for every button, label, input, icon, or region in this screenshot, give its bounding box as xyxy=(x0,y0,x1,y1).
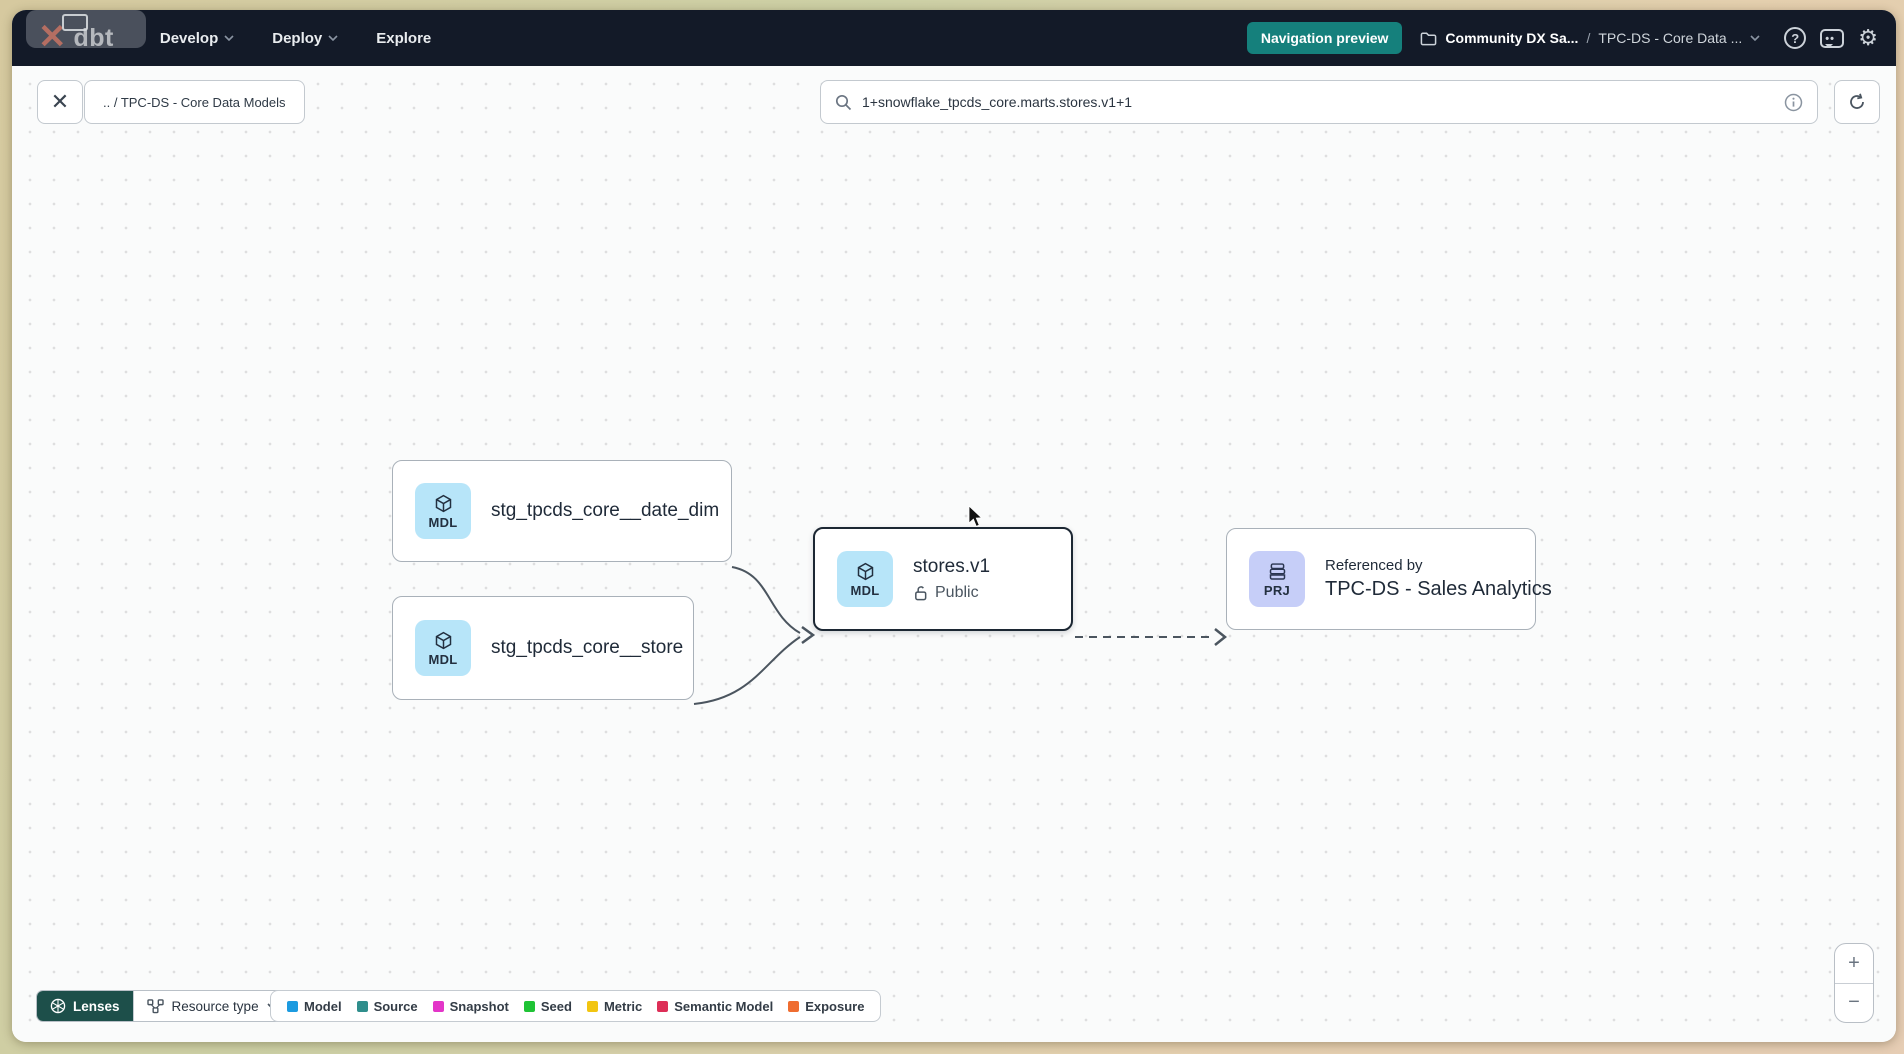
breadcrumb-section: TPC-DS - Core Data ... xyxy=(1598,30,1743,46)
resource-legend: Model Source Snapshot Seed Metric Semant… xyxy=(270,990,882,1022)
navbar-icons: ? •• ⚙ xyxy=(1784,27,1878,49)
node-stg-tpcds-core-date-dim[interactable]: MDL stg_tpcds_core__date_dim xyxy=(392,460,732,562)
legend-label: Seed xyxy=(540,998,572,1014)
menu-explore-label: Explore xyxy=(376,29,432,47)
legend-label: Metric xyxy=(603,998,643,1014)
legend-label: Source xyxy=(373,998,418,1014)
legend-swatch xyxy=(523,1000,535,1012)
resource-type-dropdown[interactable]: Resource type xyxy=(132,991,290,1021)
badge-label: PRJ xyxy=(1263,582,1291,598)
cube-icon xyxy=(435,494,451,512)
legend-swatch xyxy=(657,1000,669,1012)
refresh-icon xyxy=(1850,93,1864,109)
search-icon xyxy=(835,94,852,110)
lens-controls: Lenses Resource type xyxy=(36,990,291,1022)
mouse-cursor xyxy=(968,505,983,527)
legend-item-source: Source xyxy=(356,998,418,1014)
legend-label: Snapshot xyxy=(449,998,509,1014)
navbar-right: Navigation preview Community DX Sa... / … xyxy=(1246,22,1878,54)
close-icon: ✕ xyxy=(50,89,70,114)
chevron-down-icon xyxy=(1750,35,1760,41)
main-menu: Develop Deploy Explore xyxy=(160,30,431,47)
menu-deploy[interactable]: Deploy xyxy=(272,30,338,47)
app-window: ✕ dbt Develop Deploy Explore Navigation … xyxy=(12,10,1896,1042)
top-navbar: ✕ dbt Develop Deploy Explore Navigation … xyxy=(12,10,1896,66)
node-access: Public xyxy=(913,584,990,602)
lenses-button[interactable]: Lenses xyxy=(37,991,133,1021)
menu-deploy-label: Deploy xyxy=(272,29,323,47)
project-stack-icon xyxy=(1269,562,1285,580)
cube-icon xyxy=(435,631,451,649)
legend-swatch xyxy=(788,1000,800,1012)
zoom-in-button[interactable]: + xyxy=(1835,944,1873,984)
lock-open-icon xyxy=(915,586,927,601)
navigation-preview-badge[interactable]: Navigation preview xyxy=(1246,22,1403,54)
feedback-icon[interactable]: •• xyxy=(1820,28,1845,48)
menu-develop-label: Develop xyxy=(159,29,219,47)
info-icon[interactable] xyxy=(1784,93,1803,112)
monitor-icon xyxy=(62,14,88,31)
node-text: Referenced by TPC-DS - Sales Analytics xyxy=(1325,557,1552,601)
node-stg-tpcds-core-store[interactable]: MDL stg_tpcds_core__store xyxy=(392,596,694,700)
node-kicker: Referenced by xyxy=(1325,557,1423,574)
legend-item-semantic-model: Semantic Model xyxy=(657,999,773,1014)
close-button[interactable]: ✕ xyxy=(37,80,83,124)
badge-label: MDL xyxy=(428,514,458,530)
lineage-canvas[interactable] xyxy=(12,66,1896,1042)
legend-label: Exposure xyxy=(805,998,865,1014)
zoom-controls: + − xyxy=(1834,943,1874,1023)
resource-type-label: Resource type xyxy=(171,998,259,1014)
graph-nodes-icon xyxy=(146,998,164,1013)
cube-icon xyxy=(857,562,873,580)
legend-item-model: Model xyxy=(287,999,342,1014)
access-label: Public xyxy=(935,584,979,601)
menu-explore[interactable]: Explore xyxy=(376,30,431,47)
legend-swatch xyxy=(586,1000,598,1012)
node-text: stores.v1 Public xyxy=(913,556,990,602)
badge-label: MDL xyxy=(850,582,880,598)
node-label: TPC-DS - Sales Analytics xyxy=(1325,578,1552,600)
feedback-dots: •• xyxy=(1825,32,1835,45)
legend-item-snapshot: Snapshot xyxy=(432,998,509,1014)
node-label: stg_tpcds_core__date_dim xyxy=(491,500,720,521)
model-badge: MDL xyxy=(415,483,471,539)
legend-swatch xyxy=(432,1000,444,1012)
chevron-down-icon xyxy=(224,35,234,41)
legend-label: Model xyxy=(304,998,342,1014)
legend-item-seed: Seed xyxy=(523,998,572,1014)
legend-swatch xyxy=(356,1000,368,1012)
node-label: stores.v1 xyxy=(913,556,991,577)
badge-label: MDL xyxy=(428,651,458,667)
node-stores-v1[interactable]: MDL stores.v1 Public xyxy=(813,527,1073,631)
breadcrumb-project: Community DX Sa... xyxy=(1445,30,1579,46)
lenses-label: Lenses xyxy=(73,998,120,1014)
zoom-out-button[interactable]: − xyxy=(1848,991,1860,1014)
menu-develop[interactable]: Develop xyxy=(160,30,234,47)
node-tpcds-sales-analytics[interactable]: PRJ Referenced by TPC-DS - Sales Analyti… xyxy=(1226,528,1552,630)
settings-gear-icon[interactable]: ⚙ xyxy=(1858,25,1878,50)
legend-label: Semantic Model xyxy=(674,998,774,1014)
model-badge: MDL xyxy=(415,620,471,676)
model-badge: MDL xyxy=(837,551,893,607)
refresh-button[interactable] xyxy=(1834,80,1880,124)
legend-swatch xyxy=(287,1000,298,1012)
chevron-down-icon xyxy=(328,35,338,41)
node-label: stg_tpcds_core__store xyxy=(491,637,684,658)
legend-item-metric: Metric xyxy=(586,998,643,1014)
lineage-search-bar xyxy=(820,80,1818,124)
legend-item-exposure: Exposure xyxy=(788,999,864,1014)
help-icon[interactable]: ? xyxy=(1784,27,1807,49)
project-breadcrumb[interactable]: Community DX Sa... / TPC-DS - Core Data … xyxy=(1420,30,1760,46)
breadcrumb-separator: / xyxy=(1586,30,1591,46)
lens-aperture-icon xyxy=(50,998,66,1014)
search-input[interactable] xyxy=(862,94,1774,110)
screen-recorder-pill xyxy=(26,10,146,48)
lineage-path-chip[interactable]: .. / TPC-DS - Core Data Models xyxy=(84,80,305,124)
folder-icon xyxy=(1421,32,1437,45)
project-badge: PRJ xyxy=(1249,551,1305,607)
